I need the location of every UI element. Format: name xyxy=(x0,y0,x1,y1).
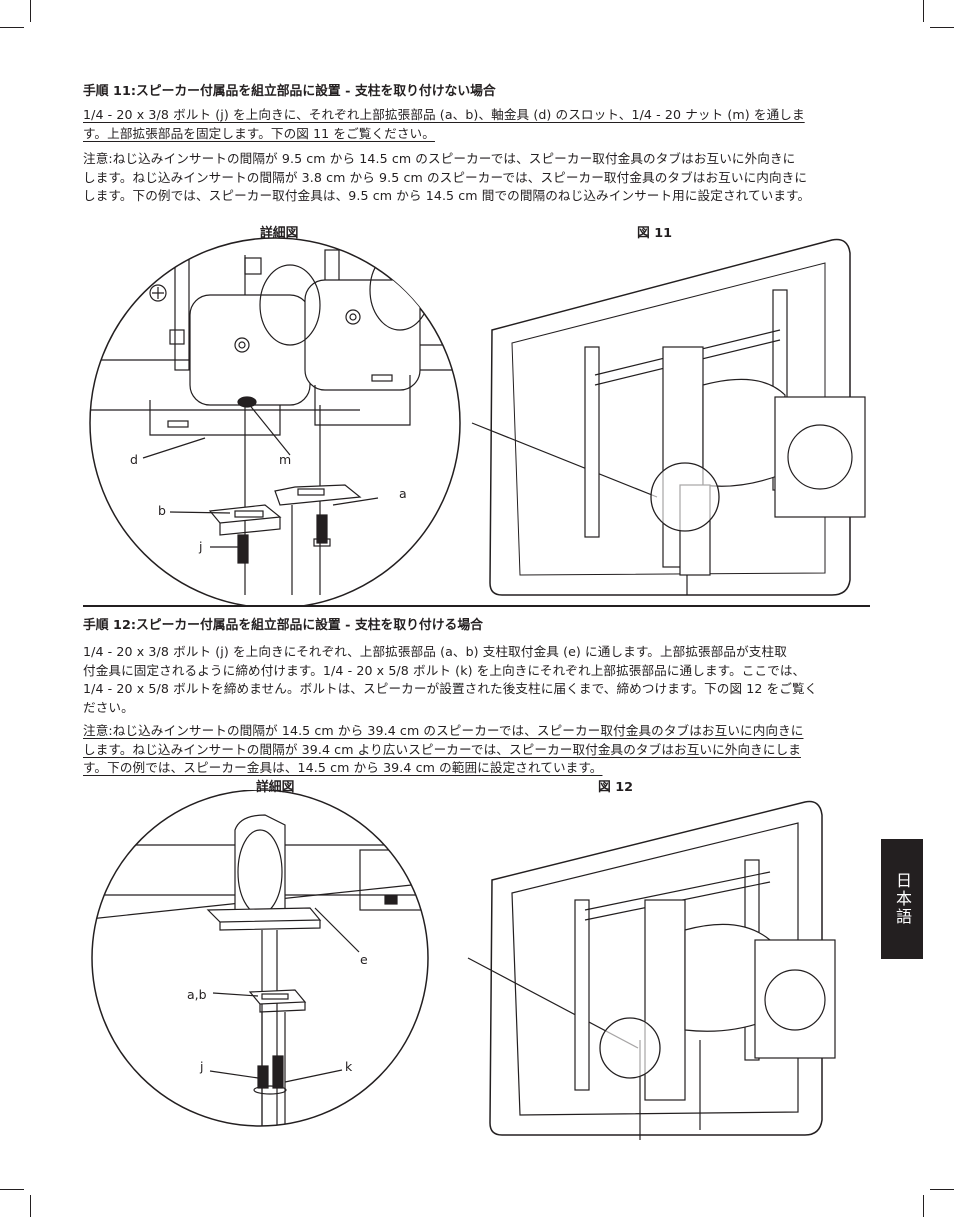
step11-heading: 手順 11:スピーカー付属品を組立部品に設置 - 支柱を取り付けない場合 xyxy=(83,84,496,99)
crop-mark xyxy=(30,0,31,22)
crop-mark xyxy=(923,1195,924,1217)
step11-line: す。上部拡張部品を固定します。下の図 11 をご覧ください。 xyxy=(83,125,435,141)
label-ab: a,b xyxy=(187,987,207,1002)
crop-mark xyxy=(30,1195,31,1217)
step11-note-line: 注意:ねじ込みインサートの間隔が 9.5 cm から 14.5 cm のスピーカ… xyxy=(83,151,796,166)
step11-note-line: します。ねじ込みインサートの間隔が 3.8 cm から 9.5 cm のスピーカ… xyxy=(83,169,808,185)
step11-note: 注意:ねじ込みインサートの間隔が 9.5 cm から 14.5 cm のスピーカ… xyxy=(83,150,873,206)
detail-circle xyxy=(91,790,429,1127)
language-tab: 日本語 xyxy=(881,839,923,959)
label-a: a xyxy=(399,486,407,501)
crop-mark xyxy=(0,1189,24,1190)
figure-caption-12: 図 12 xyxy=(598,780,634,795)
label-j: j xyxy=(199,1059,203,1074)
step12-note-line: します。ねじ込みインサートの間隔が 39.4 cm より広いスピーカーでは、スピ… xyxy=(83,741,801,757)
detail-caption-11: 詳細図 xyxy=(260,226,299,241)
step12-note-line: 注意:ねじ込みインサートの間隔が 14.5 cm から 39.4 cm のスピー… xyxy=(83,723,804,738)
step12-note-line: す。下の例では、スピーカー金具は、14.5 cm から 39.4 cm の範囲に… xyxy=(83,760,603,775)
crop-mark xyxy=(930,1189,954,1190)
step12-line: 1/4 - 20 x 3/8 ボルト (j) を上向きにそれぞれ、上部拡張部品 … xyxy=(83,644,787,659)
step12-line: 1/4 - 20 x 5/8 ボルトを締めません。ボルトは、スピーカーが設置され… xyxy=(83,681,818,696)
label-d: d xyxy=(130,452,138,467)
label-k: k xyxy=(345,1059,353,1074)
label-e: e xyxy=(360,952,368,967)
label-m: m xyxy=(279,452,291,467)
callout-circle xyxy=(599,1017,661,1079)
label-b: b xyxy=(158,503,166,518)
figure-11-illustration: d m a b j xyxy=(89,237,866,605)
figure-caption-11: 図 11 xyxy=(637,226,673,241)
step12-line: 付金具に固定されるように締め付けます。1/4 - 20 x 5/8 ボルト (k… xyxy=(83,662,806,678)
step12-heading: 手順 12:スピーカー付属品を組立部品に設置 - 支柱を取り付ける場合 xyxy=(83,618,483,633)
crop-mark xyxy=(930,27,954,28)
detail-circle xyxy=(89,237,461,605)
step11-instruction: 1/4 - 20 x 3/8 ボルト (j) を上向きに、それぞれ上部拡張部品 … xyxy=(83,106,873,143)
crop-mark xyxy=(923,0,924,22)
crop-mark xyxy=(0,27,24,28)
step12-line: ださい。 xyxy=(83,699,134,715)
section-divider xyxy=(83,605,870,607)
figure-12-illustration: e a,b j k xyxy=(91,790,836,1140)
label-j: j xyxy=(198,539,202,554)
step11-line: 1/4 - 20 x 3/8 ボルト (j) を上向きに、それぞれ上部拡張部品 … xyxy=(83,107,805,122)
step12-note: 注意:ねじ込みインサートの間隔が 14.5 cm から 39.4 cm のスピー… xyxy=(83,722,873,778)
step11-note-line: します。下の例では、スピーカー取付金具は、9.5 cm から 14.5 cm 間… xyxy=(83,188,811,203)
language-tab-label: 日本語 xyxy=(893,872,912,926)
step12-instruction: 1/4 - 20 x 3/8 ボルト (j) を上向きにそれぞれ、上部拡張部品 … xyxy=(83,643,873,717)
callout-circle xyxy=(650,462,720,532)
